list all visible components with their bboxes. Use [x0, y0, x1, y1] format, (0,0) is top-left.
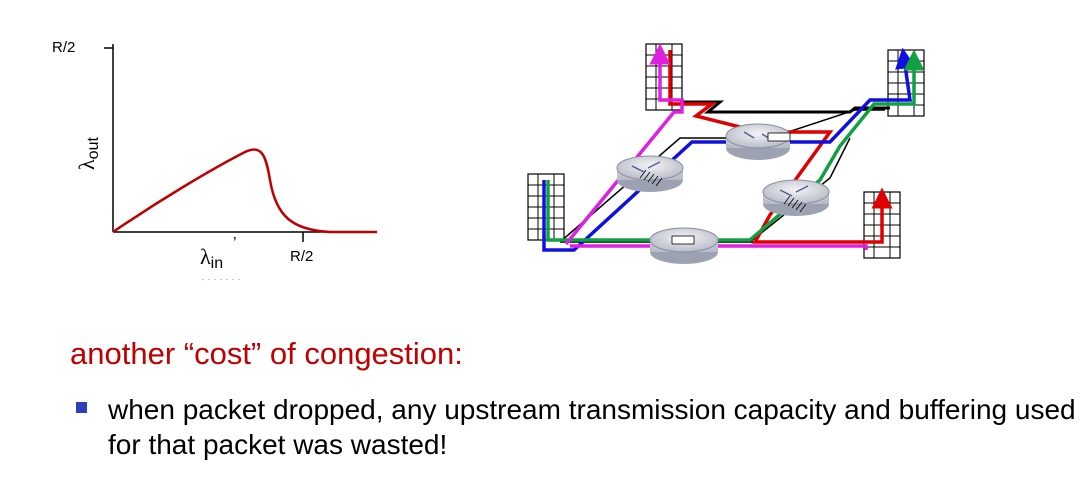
bullet-square-icon [76, 402, 87, 413]
path-magenta [564, 43, 684, 246]
host-bottom-left [527, 173, 565, 241]
router-bottom [649, 227, 719, 264]
buffer-right [783, 195, 807, 213]
x-axis-label: λin [200, 244, 223, 272]
router-top [725, 123, 791, 160]
svg-text:λout: λout [74, 137, 102, 170]
x-axis-label-prime: ’ [233, 235, 237, 252]
slide-heading: another “cost” of congestion: [70, 336, 463, 371]
throughput-chart: R/2 R/2 λout λin ’ [52, 39, 377, 280]
router-left [616, 155, 684, 192]
network-diagram [527, 43, 925, 264]
path-red [668, 50, 893, 244]
bullet-text: when packet dropped, any upstream transm… [108, 394, 1076, 460]
throughput-curve [112, 148, 377, 234]
y-axis-label: λout [74, 137, 102, 170]
path-green [546, 49, 925, 242]
links [559, 109, 885, 243]
path-blue [542, 47, 916, 252]
x-tick-label: R/2 [290, 248, 313, 265]
router-right [762, 179, 830, 216]
buffer-left [639, 169, 663, 187]
y-tick-label: R/2 [52, 39, 75, 56]
